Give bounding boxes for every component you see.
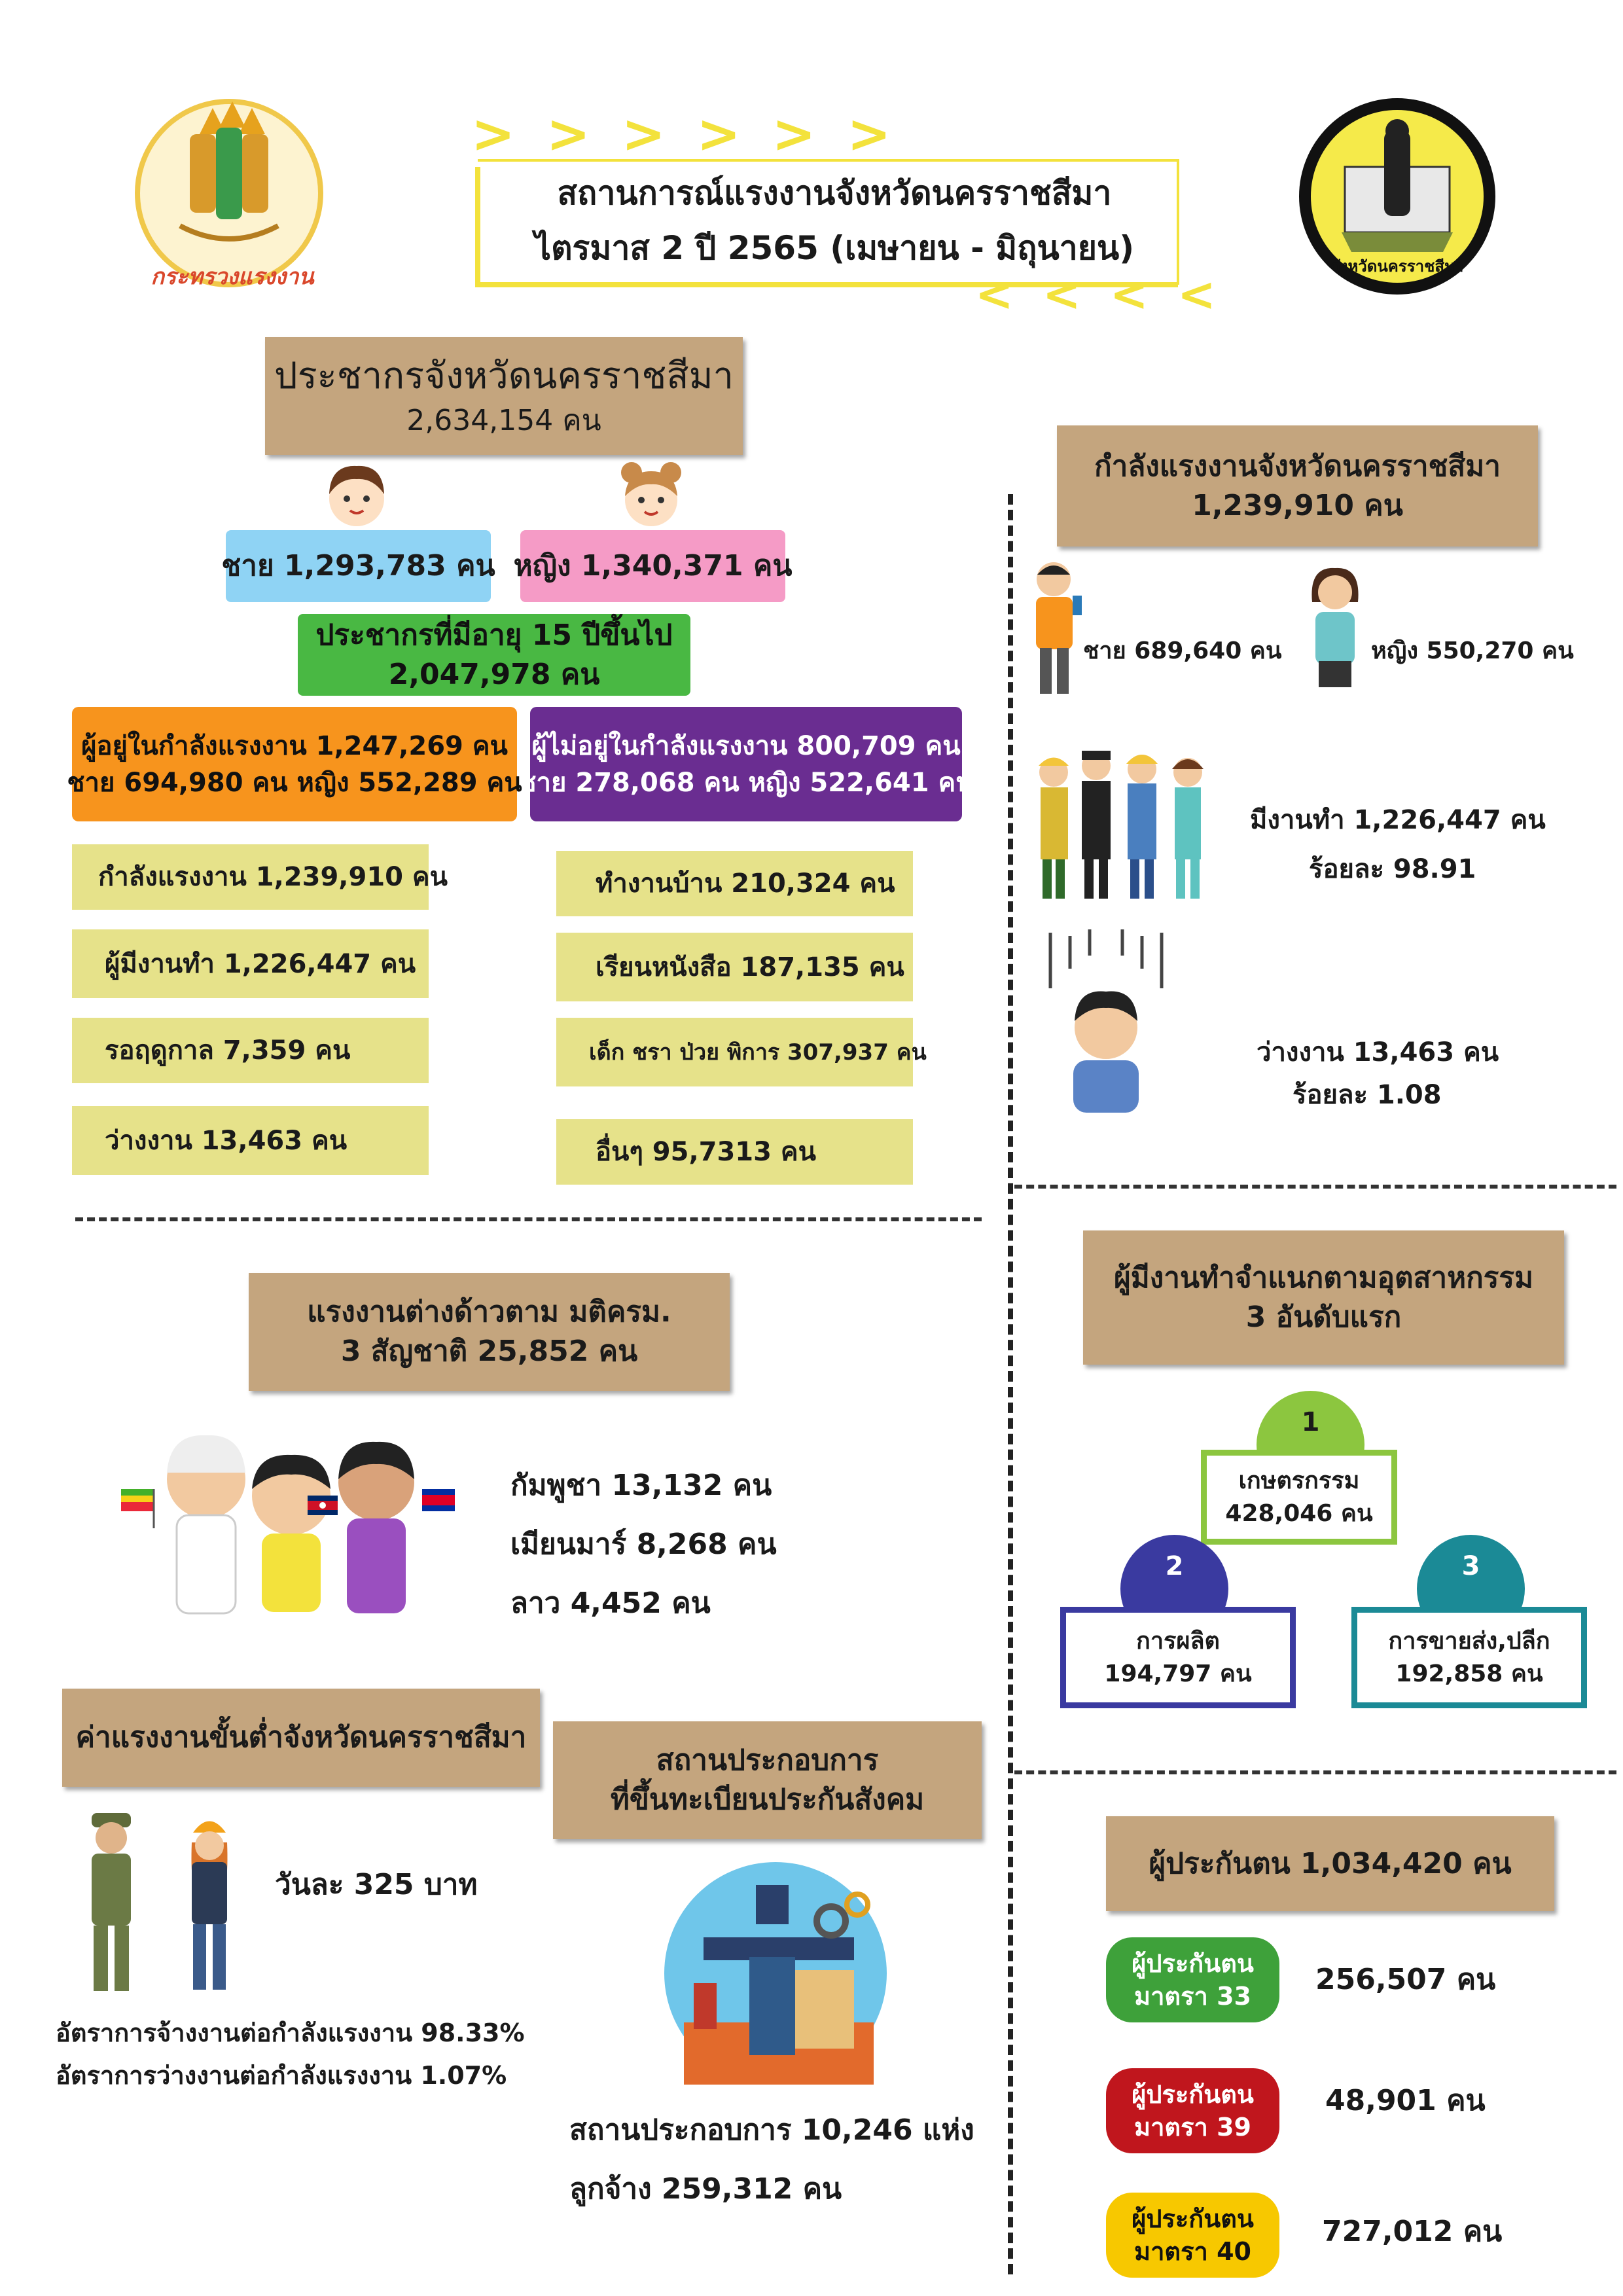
industry-rank-2-value: 194,797 คน [1104, 1660, 1252, 1687]
industry-title-box: ผู้มีงานทำจำแนกตามอุตสาหกรรม 3 อันดับแรก [1083, 1230, 1564, 1365]
industry-title: ผู้มีงานทำจำแนกตามอุตสาหกรรม [1113, 1261, 1534, 1295]
insured-section33-pill: ผู้ประกันตน มาตรา 33 [1106, 1937, 1279, 2022]
unemployed-count: ว่างงาน 13,463 คน [1257, 1037, 1499, 1067]
factory-icon [658, 1859, 900, 2088]
children-elderly-item: เด็ก ชรา ป่วย พิการ 307,937 คน [556, 1018, 927, 1086]
soldier-icon [75, 1806, 147, 1996]
title-frame [465, 121, 1198, 311]
occupations-icon [1024, 736, 1221, 906]
labor-force-title: กำลังแรงงานจังหวัดนครราชสีมา [1094, 449, 1501, 483]
foreign-total: 3 สัญชาติ 25,852 คน [340, 1335, 638, 1368]
establishments-title-box: สถานประกอบการ ที่ขึ้นทะเบียนประกันสังคม [553, 1721, 982, 1839]
population-total: 2,634,154 คน [406, 404, 601, 437]
ministry-of-labour-logo: กระทรวงแรงงาน [121, 95, 337, 298]
employed-percent: ร้อยละ 98.91 [1309, 854, 1476, 884]
establishments-count: สถานประกอบการ 10,246 แห่ง [569, 2113, 974, 2147]
industry-rank-1-value: 428,046 คน [1225, 1499, 1373, 1527]
age15-label: ประชากรที่มีอายุ 15 ปีขึ้นไป [315, 618, 673, 652]
insured-section39-pill: ผู้ประกันตน มาตรา 39 [1106, 2068, 1279, 2153]
labor-force-title-box: กำลังแรงงานจังหวัดนครราชสีมา 1,239,910 ค… [1057, 425, 1538, 547]
page-title-line1: สถานการณ์แรงงานจังหวัดนครราชสีมา [557, 174, 1112, 212]
population-male: ชาย 1,293,783 คน [221, 549, 495, 583]
in-labor-box: ผู้อยู่ในกำลังแรงงาน 1,247,269 คน ชาย 69… [67, 707, 522, 821]
industry-rank-3-value: 192,858 คน [1395, 1660, 1543, 1687]
population-title-box: ประชากรจังหวัดนครราชสีมา 2,634,154 คน [265, 337, 743, 455]
girl-face-icon [615, 458, 687, 530]
labor-force-item: กำลังแรงงาน 1,239,910 คน [72, 844, 448, 910]
arrows-bottom: < < < < [975, 268, 1222, 321]
wage-unemployment-rate: อัตราการว่างงานต่อกำลังแรงงาน 1.07% [56, 2061, 507, 2090]
employed-item: ผู้มีงานทำ 1,226,447 คน [72, 929, 429, 998]
population-title: ประชากรจังหวัดนครราชสีมา [274, 355, 734, 397]
page-title-line2: ไตรมาส 2 ปี 2565 (เมษายน - มิถุนายน) [534, 229, 1135, 267]
boy-face-icon [321, 458, 393, 530]
employed-count: มีงานทำ 1,226,447 คน [1250, 805, 1546, 835]
horizontal-divider-right-2 [1014, 1770, 1616, 1774]
establishments-subtitle: ที่ขึ้นทะเบียนประกันสังคม [610, 1783, 925, 1816]
foreign-title-box: แรงงานต่างด้าวตาม มติครม. 3 สัญชาติ 25,8… [249, 1273, 730, 1391]
industry-rank-1-name: เกษตรกรรม [1238, 1467, 1360, 1494]
age15-box: ประชากรที่มีอายุ 15 ปีขึ้นไป 2,047,978 ค… [298, 614, 690, 696]
ministry-logo-text: กระทรวงแรงงาน [151, 264, 314, 290]
insured-title: ผู้ประกันตน 1,034,420 คน [1149, 1846, 1512, 1880]
industry-rank-2-name: การผลิต [1136, 1627, 1220, 1655]
insured-section33-value: 256,507 คน [1315, 1963, 1496, 1996]
labor-force-female: หญิง 550,270 คน [1371, 637, 1574, 664]
out-labor-gender: ชาย 278,068 คน หญิง 522,641 คน [518, 767, 974, 798]
industry-subtitle: 3 อันดับแรก [1245, 1300, 1402, 1334]
industry-rank-1-box: เกษตรกรรม 428,046 คน [1201, 1450, 1397, 1545]
insured-section40-pill: ผู้ประกันตน มาตรา 40 [1106, 2193, 1279, 2278]
unemployed-person-icon [1037, 929, 1175, 1119]
age15-value: 2,047,978 คน [388, 657, 600, 691]
establishments-employees: ลูกจ้าง 259,312 คน [569, 2172, 842, 2206]
seal-text: จังหวัดนครราชสีมา [1330, 257, 1464, 276]
female-worker-icon [1296, 563, 1374, 694]
industry-rank-2-box: การผลิต 194,797 คน [1060, 1607, 1296, 1708]
wage-title-box: ค่าแรงงานขั้นต่ำจังหวัดนครราชสีมา [62, 1689, 540, 1787]
engineer-icon [173, 1806, 245, 1996]
industry-rank-3-number: 3 [1461, 1551, 1480, 1581]
unemployed-percent: ร้อยละ 1.08 [1293, 1080, 1442, 1110]
in-labor-total: ผู้อยู่ในกำลังแรงงาน 1,247,269 คน [81, 730, 508, 761]
foreign-workers-icon [115, 1417, 468, 1620]
labor-force-total: 1,239,910 คน [1192, 488, 1403, 522]
industry-rank-3-name: การขายส่ง,ปลีก [1388, 1627, 1550, 1655]
population-female: หญิง 1,340,371 คน [513, 549, 793, 583]
arrows-top: > > > > > > [471, 103, 898, 164]
in-labor-gender: ชาย 694,980 คน หญิง 552,289 คน [67, 767, 522, 798]
foreign-myanmar: เมียนมาร์ 8,268 คน [510, 1528, 777, 1561]
horizontal-divider-left [75, 1217, 982, 1221]
establishments-title: สถานประกอบการ [656, 1744, 879, 1777]
other-item: อื่นๆ 95,7313 คน [556, 1119, 913, 1185]
labor-force-male: ชาย 689,640 คน [1083, 637, 1282, 664]
industry-rank-3-box: การขายส่ง,ปลีก 192,858 คน [1351, 1607, 1587, 1708]
out-labor-total: ผู้ไม่อยู่ในกำลังแรงงาน 800,709 คน [531, 730, 961, 761]
foreign-laos: ลาว 4,452 คน [510, 1587, 711, 1620]
nakhon-ratchasima-seal: จังหวัดนครราชสีมา [1296, 95, 1499, 298]
industry-rank-1-number: 1 [1301, 1407, 1320, 1437]
wage-daily: วันละ 325 บาท [275, 1868, 478, 1901]
population-female-box: หญิง 1,340,371 คน [514, 530, 792, 602]
male-worker-icon [1024, 556, 1090, 700]
foreign-title: แรงงานต่างด้าวตาม มติครม. [307, 1295, 671, 1329]
out-labor-box: ผู้ไม่อยู่ในกำลังแรงงาน 800,709 คน ชาย 2… [518, 707, 974, 821]
wage-title: ค่าแรงงานขั้นต่ำจังหวัดนครราชสีมา [75, 1721, 527, 1754]
foreign-cambodia: กัมพูชา 13,132 คน [510, 1469, 772, 1502]
insured-section39-value: 48,901 คน [1325, 2084, 1486, 2117]
wage-employment-rate: อัตราการจ้างงานต่อกำลังแรงงาน 98.33% [56, 2018, 525, 2047]
housework-item: ทำงานบ้าน 210,324 คน [556, 851, 913, 916]
horizontal-divider-right-1 [1014, 1185, 1616, 1189]
population-male-box: ชาย 1,293,783 คน [221, 530, 495, 602]
insured-section40-value: 727,012 คน [1322, 2215, 1503, 2248]
vertical-divider [1008, 494, 1013, 2274]
seasonal-item: รอฤดูกาล 7,359 คน [72, 1018, 429, 1083]
industry-rank-2-number: 2 [1165, 1551, 1184, 1581]
unemployed-item: ว่างงาน 13,463 คน [72, 1106, 429, 1175]
insured-title-box: ผู้ประกันตน 1,034,420 คน [1106, 1816, 1554, 1911]
studying-item: เรียนหนังสือ 187,135 คน [556, 933, 913, 1001]
